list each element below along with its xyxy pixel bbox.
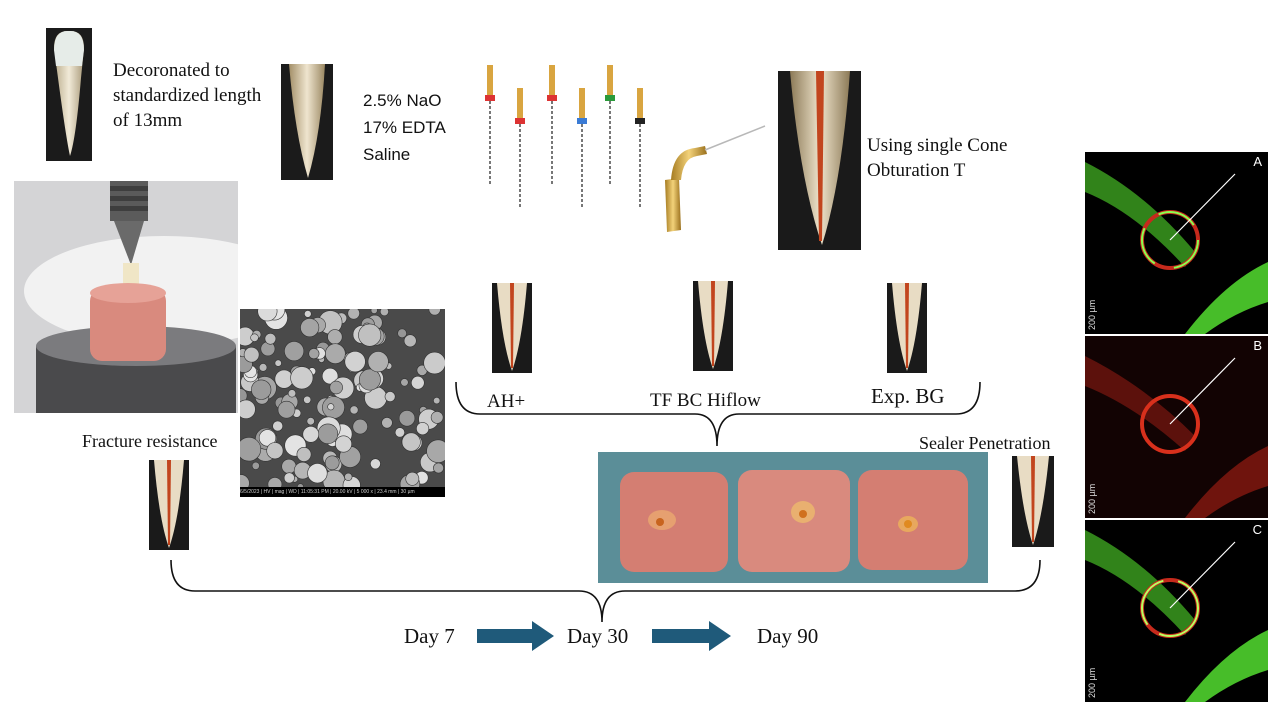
fracture-test-photo [14,181,238,413]
timeline-day-7: Day 7 [404,624,455,648]
confocal-panel-c: C 200 µm [1085,520,1268,702]
tooth-ahplus-image [492,283,532,373]
tooth-expbg-image [887,283,927,373]
confocal-panel-a: A 200 µm [1085,152,1268,334]
decoronation-text: Decoronated to standardized length of 13… [113,58,263,133]
obturation-line-1: Using single Cone [867,135,1008,156]
confocal-scale-a: 200 µm [1087,299,1097,330]
tooth-penetration-image [1012,456,1054,547]
sem-caption: 6/5/2023 | HV | mag | WD | 11:05:31 PM |… [240,487,445,497]
sealer-expbg-label: Exp. BG [871,384,945,408]
sem-image: 6/5/2023 | HV | mag | WD | 11:05:31 PM |… [240,309,445,497]
obturation-text: Using single Cone Obturation T [867,133,1007,183]
sealer-penetration-label: Sealer Penetration [919,433,1051,453]
irrigation-line-2: 17% EDTA [363,118,446,137]
root-image [281,64,333,180]
confocal-letter-a: A [1253,154,1262,169]
irrigation-text: 2.5% NaO 17% EDTA Saline [363,87,453,168]
timeline-arrow-1 [477,621,554,651]
ultrasonic-tip-image [665,125,766,232]
irrigation-line-1: 2.5% NaO [363,91,442,110]
endodontic-files-image [485,65,645,208]
confocal-panel-stack: A 200 µm B 200 µm C 200 µm [1085,152,1268,702]
obturation-line-2: Obturation T [867,160,966,181]
decoronation-label: Decoronated to standardized length of 13… [113,60,262,131]
confocal-scale-c: 200 µm [1087,667,1097,698]
confocal-letter-c: C [1252,522,1262,537]
confocal-scale-b: 200 µm [1087,483,1097,514]
whole-tooth-image [46,28,92,161]
sealer-tfbc-label: TF BC Hiflow [650,390,761,411]
sealer-group-brace [455,381,981,447]
obturated-tooth-large-image [778,71,861,250]
tooth-tfbc-image [693,281,733,371]
specimen-blocks-photo [598,452,988,583]
timeline-arrow-2 [652,621,731,651]
confocal-panel-b: B 200 µm [1085,336,1268,518]
confocal-letter-b: B [1253,338,1262,353]
sealer-ahplus-label: AH+ [487,391,526,412]
timeline-day-90: Day 90 [757,624,819,648]
timeline-brace [170,559,1041,623]
tooth-fracture-image [149,460,189,550]
timeline-day-30: Day 30 [567,624,629,648]
irrigation-line-3: Saline [363,145,411,164]
fracture-resistance-label: Fracture resistance [82,431,218,451]
